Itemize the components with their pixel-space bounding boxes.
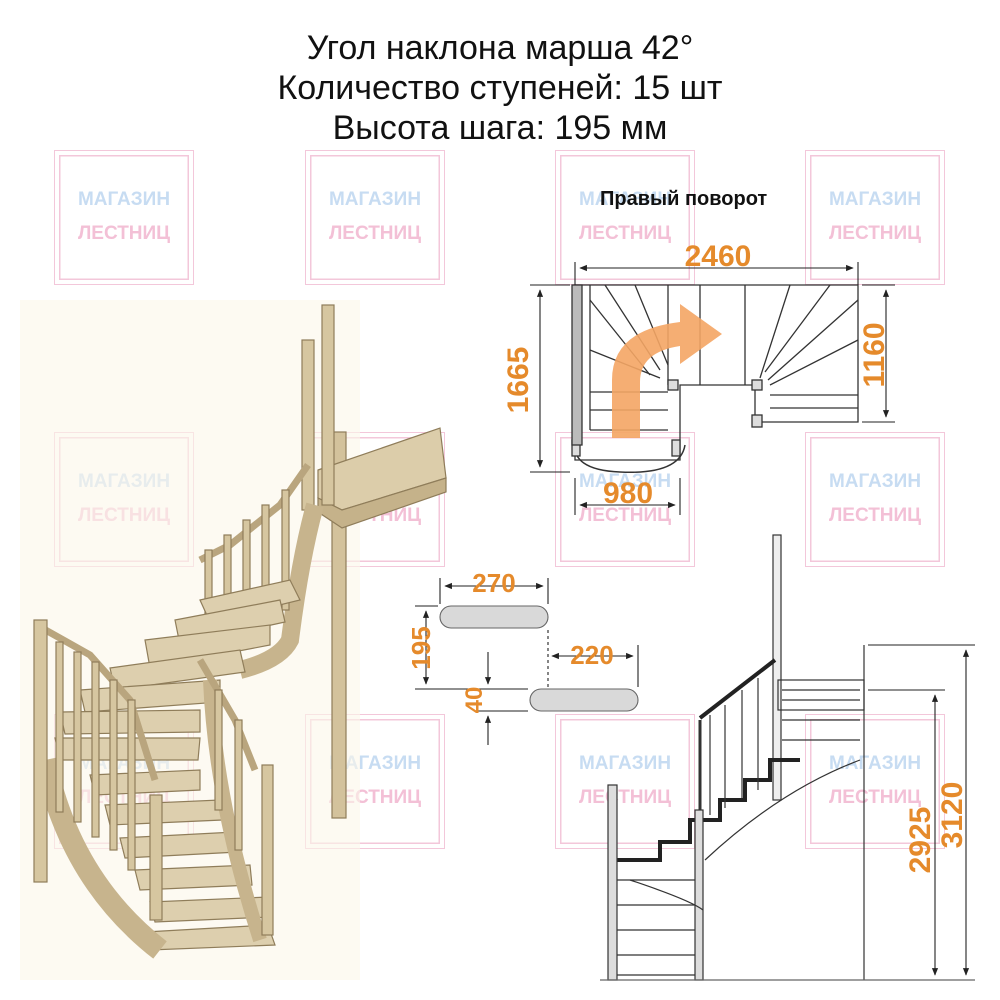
title-step-count: Количество ступеней: 15 шт [277, 69, 723, 107]
step-height-label: 195 [406, 626, 436, 669]
plan-width-label: 2460 [685, 240, 752, 273]
tread-thickness-label: 40 [461, 687, 488, 714]
plan-flight-width-label: 980 [603, 477, 653, 510]
staircase-3d [20, 300, 447, 980]
height-floor-label: 2925 [904, 807, 937, 874]
plan-landing-label: 1160 [858, 322, 891, 387]
title-step-height: Высота шага: 195 мм [332, 109, 668, 147]
turn-arrow-icon [612, 304, 722, 438]
going-label: 220 [570, 640, 613, 670]
title-angle: Угол наклона марша 42° [306, 29, 694, 67]
elevation-view [600, 534, 975, 981]
tread-depth-label: 270 [472, 568, 515, 598]
plan-depth-label: 1665 [502, 347, 535, 414]
height-total-label: 3120 [936, 782, 969, 849]
step-detail [415, 578, 639, 745]
plan-caption: Правый поворот [600, 188, 768, 210]
